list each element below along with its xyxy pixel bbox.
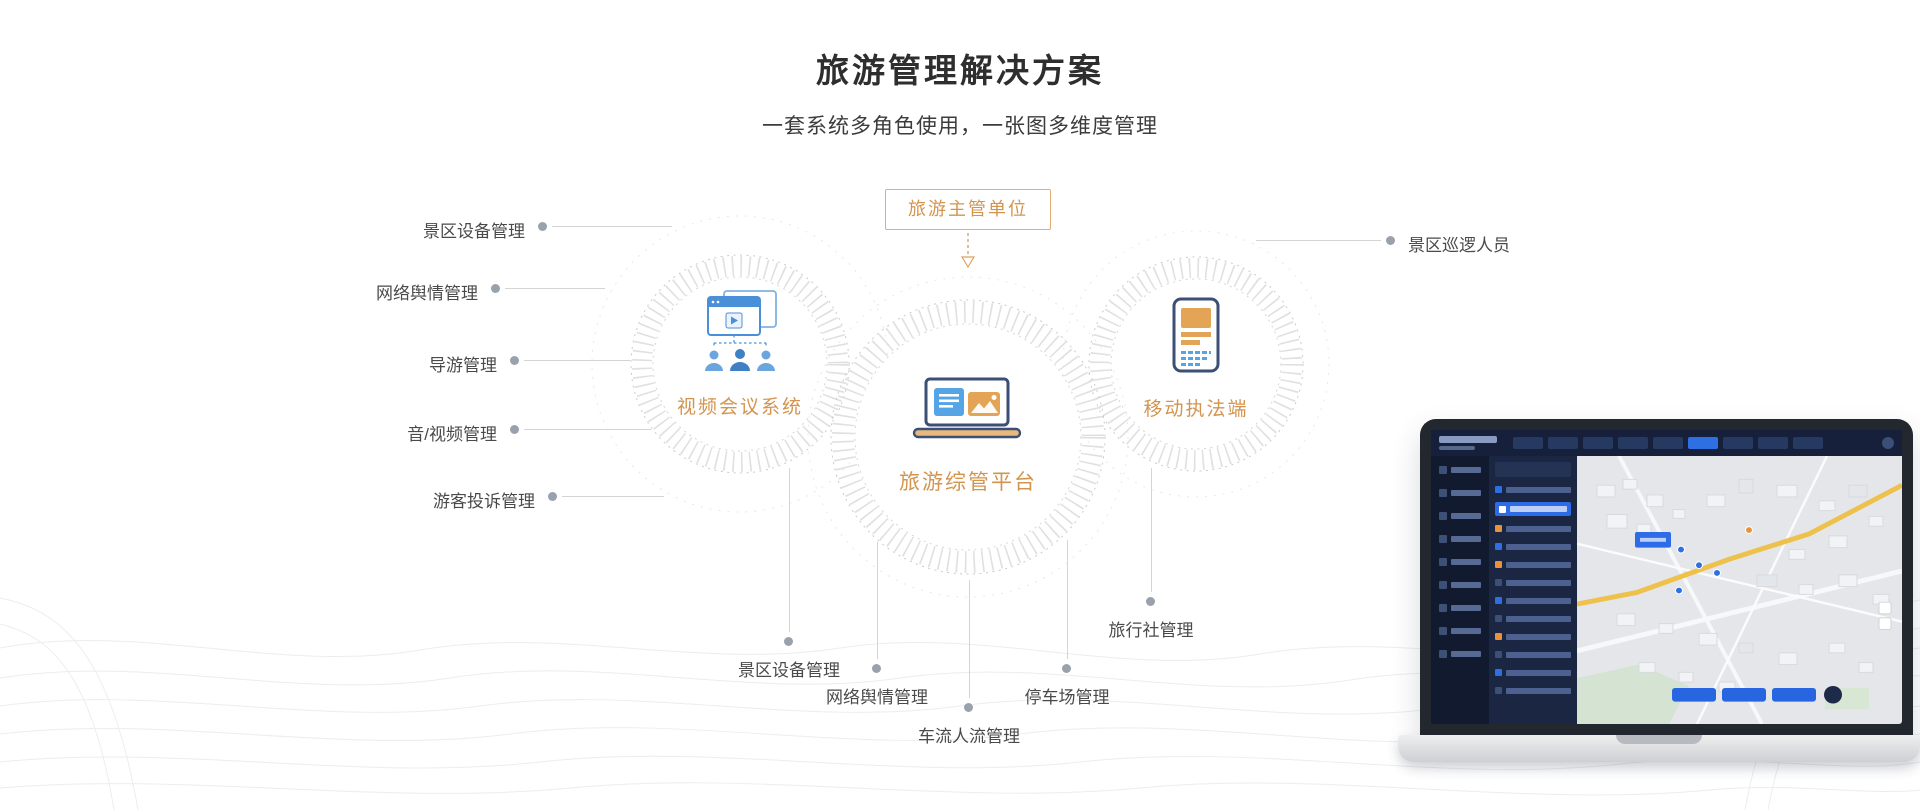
dashboard-list-panel	[1489, 456, 1577, 724]
feature-label-left-2: 导游管理	[429, 356, 497, 375]
node-label-mobile: 移动执法端	[1143, 399, 1249, 420]
panel-row	[1495, 685, 1571, 696]
sidebar-row	[1439, 581, 1489, 589]
sidebar-row	[1439, 604, 1489, 612]
nav-tab	[1548, 437, 1578, 449]
feature-label-left-3: 音/视频管理	[407, 425, 497, 444]
sidebar-row	[1439, 650, 1489, 658]
panel-row	[1495, 484, 1571, 495]
node-label-platform: 旅游综管平台	[899, 471, 1037, 494]
connector-line	[524, 429, 651, 430]
map-markers	[1635, 526, 1753, 595]
feature-label-bottom-0: 景区设备管理	[738, 661, 840, 680]
feature-label-bottom-1: 网络舆情管理	[826, 688, 928, 707]
connector-dot	[1386, 236, 1395, 245]
connector-line	[505, 288, 605, 289]
nav-tab	[1513, 437, 1543, 449]
panel-row	[1495, 649, 1571, 660]
connector-line	[552, 226, 672, 227]
sidebar-row	[1439, 558, 1489, 566]
dashboard-logo	[1439, 436, 1497, 450]
nav-tab	[1723, 437, 1753, 449]
authority-arrow	[960, 233, 976, 269]
feature-label-left-4: 游客投诉管理	[433, 492, 535, 511]
connector-line	[524, 360, 630, 361]
page-subtitle: 一套系统多角色使用，一张图多维度管理	[762, 115, 1158, 138]
laptop-dashboard-icon	[912, 377, 1022, 439]
connector-line	[1256, 240, 1381, 241]
authority-box: 旅游主管单位	[885, 189, 1051, 230]
connector-dot	[872, 664, 881, 673]
page-title: 旅游管理解决方案	[816, 52, 1104, 89]
nav-tab-active	[1688, 437, 1718, 449]
node-label-video: 视频会议系统	[676, 397, 804, 418]
connector-dot	[964, 703, 973, 712]
sidebar-row	[1439, 627, 1489, 635]
laptop-base-notch	[1616, 735, 1702, 744]
map-buildings	[1596, 478, 1890, 693]
video-conference-icon	[705, 290, 777, 371]
feature-label-left-0: 景区设备管理	[423, 222, 525, 241]
people-glyphs	[705, 349, 775, 371]
connector-line	[1151, 468, 1152, 592]
connector-dot	[784, 637, 793, 646]
nav-tab	[1758, 437, 1788, 449]
handheld-terminal-icon	[1172, 297, 1220, 373]
laptop-base	[1398, 735, 1920, 762]
connector-dot	[538, 222, 547, 231]
connector-dot	[510, 425, 519, 434]
feature-label-left-1: 网络舆情管理	[376, 284, 478, 303]
user-avatar	[1882, 437, 1894, 449]
panel-row	[1495, 541, 1571, 552]
connector-dot	[1146, 597, 1155, 606]
connector-line	[969, 580, 970, 698]
panel-row	[1495, 667, 1571, 678]
connector-dot	[510, 356, 519, 365]
connector-dot	[491, 284, 500, 293]
panel-row	[1495, 595, 1571, 606]
panel-row	[1495, 523, 1571, 534]
feature-label-bottom-3: 停车场管理	[1024, 688, 1110, 707]
connector-line	[789, 468, 790, 632]
sidebar-row	[1439, 466, 1489, 474]
feature-label-right-0: 景区巡逻人员	[1408, 236, 1510, 255]
dashboard-map	[1577, 456, 1902, 724]
connector-dot	[1062, 664, 1071, 673]
connector-line	[877, 542, 878, 659]
nav-tab	[1653, 437, 1683, 449]
feature-label-bottom-4: 旅行社管理	[1108, 621, 1194, 640]
connector-dot	[548, 492, 557, 501]
dashboard-topbar	[1431, 430, 1902, 456]
laptop-mockup	[1398, 419, 1920, 771]
connector-line	[562, 496, 664, 497]
dashboard-nav-tabs	[1513, 437, 1823, 449]
sidebar-row	[1439, 535, 1489, 543]
panel-row-selected	[1495, 502, 1571, 516]
nav-tab	[1618, 437, 1648, 449]
panel-row	[1495, 613, 1571, 624]
sidebar-row	[1439, 489, 1489, 497]
panel-header	[1495, 462, 1571, 477]
panel-row	[1495, 559, 1571, 570]
laptop-screen-bezel	[1420, 419, 1913, 737]
map-action-buttons	[1672, 685, 1842, 704]
nav-tab	[1583, 437, 1613, 449]
connector-line	[1067, 540, 1068, 659]
panel-row	[1495, 631, 1571, 642]
nav-tab	[1793, 437, 1823, 449]
sidebar-row	[1439, 512, 1489, 520]
panel-row	[1495, 577, 1571, 588]
dashboard-preview	[1431, 430, 1902, 724]
feature-label-bottom-2: 车流人流管理	[918, 727, 1020, 746]
dashboard-sidebar	[1431, 456, 1489, 724]
